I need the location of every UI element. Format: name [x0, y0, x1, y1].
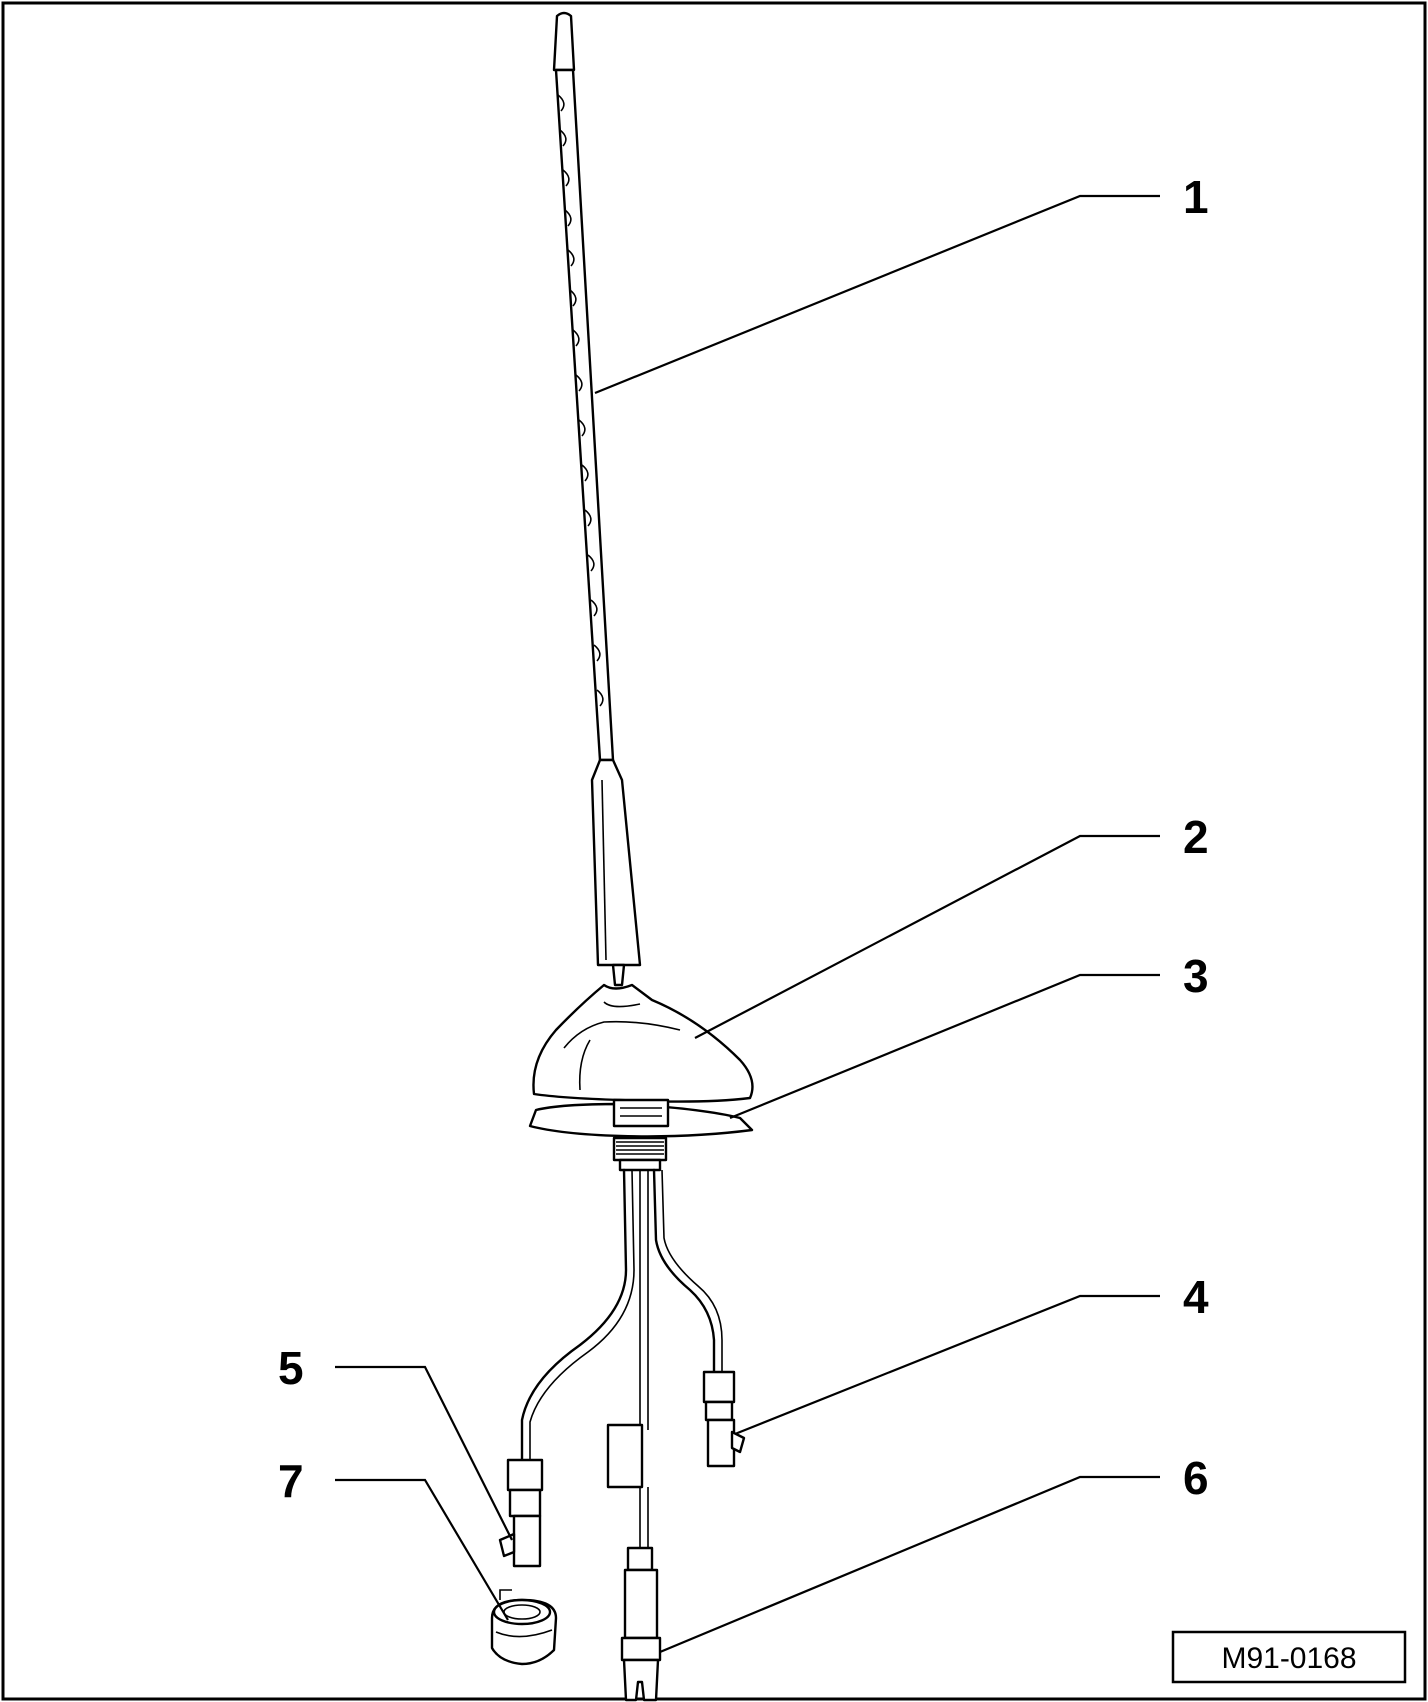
connector-5 [498, 1458, 544, 1568]
callout-7: 7 [278, 1455, 304, 1507]
antenna-base [532, 983, 754, 1103]
connector-4 [702, 1370, 746, 1468]
inline-filter [606, 1423, 649, 1548]
clip-7 [490, 1589, 558, 1666]
leader-lines [335, 194, 1160, 1654]
cable-harness [520, 1168, 723, 1462]
leader-2 [694, 834, 1160, 1039]
leader-4 [734, 1294, 1160, 1436]
callout-labels: 1 2 3 4 6 5 7 [278, 171, 1209, 1507]
leader-1 [594, 194, 1160, 395]
leader-3 [729, 973, 1160, 1120]
antenna-rod [552, 11, 642, 987]
figure-reference: M91-0168 [1221, 1642, 1356, 1675]
seal [528, 1098, 754, 1138]
leader-6 [659, 1475, 1160, 1654]
figure-reference-box: M91-0168 [1171, 1630, 1407, 1684]
callout-4: 4 [1183, 1271, 1209, 1323]
callout-1: 1 [1183, 171, 1209, 223]
callout-2: 2 [1183, 811, 1209, 863]
callout-6: 6 [1183, 1452, 1209, 1504]
callout-5: 5 [278, 1342, 304, 1394]
threaded-neck [612, 1136, 668, 1172]
leader-5 [335, 1365, 513, 1541]
connector-6 [620, 1546, 662, 1702]
callout-3: 3 [1183, 950, 1209, 1002]
leader-7 [335, 1478, 509, 1621]
